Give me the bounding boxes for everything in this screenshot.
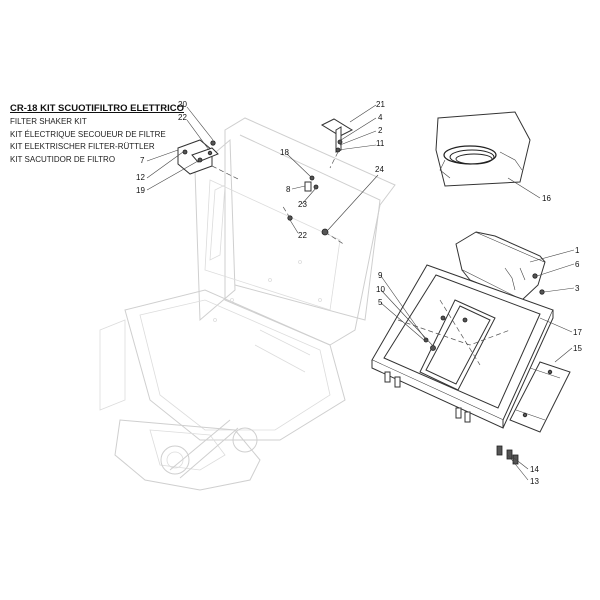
callout-10: 10	[376, 285, 385, 294]
callout-22-mid: 22	[298, 231, 307, 240]
callout-9: 9	[378, 271, 383, 280]
leader-lines	[146, 104, 575, 481]
kit-title-block: CR-18 KIT SCUOTIFILTRO ELETTRICO FILTER …	[10, 103, 210, 166]
callout-13: 13	[530, 477, 539, 486]
callout-2: 2	[378, 126, 383, 135]
filter-frame	[371, 264, 554, 429]
side-panel	[509, 361, 571, 433]
callout-8: 8	[286, 185, 291, 194]
callout-16: 16	[542, 194, 551, 203]
callout-3: 3	[575, 284, 580, 293]
machine-frame-ghost	[99, 117, 396, 491]
callout-19: 19	[136, 186, 145, 195]
callout-22-top: 22	[178, 113, 187, 122]
callout-23: 23	[298, 200, 307, 209]
kit-title-fr: KIT ÉLECTRIQUE SECOUEUR DE FILTRE	[10, 129, 166, 139]
callout-14: 14	[530, 465, 539, 474]
kit-title-es: KIT SACUTIDOR DE FILTRO	[10, 154, 116, 164]
callout-17: 17	[573, 328, 582, 337]
callout-24: 24	[375, 165, 384, 174]
callout-12: 12	[136, 173, 145, 182]
callout-15: 15	[573, 344, 582, 353]
callout-7: 7	[140, 156, 145, 165]
callout-11: 11	[376, 139, 385, 148]
callout-labels: 20 22 7 12 19 21 4 2 11 18 8 23 22 24 16…	[136, 100, 582, 486]
kit-title: CR-18 KIT SCUOTIFILTRO ELETTRICO	[10, 103, 184, 114]
callout-1: 1	[575, 246, 580, 255]
callout-4: 4	[378, 113, 383, 122]
shaker-bracket-assembly	[177, 139, 219, 175]
callout-21: 21	[376, 100, 385, 109]
callout-6: 6	[575, 260, 580, 269]
kit-title-de: KIT ELEKTRISCHER FILTER-RÜTTLER	[10, 142, 155, 151]
cable-harness	[435, 111, 531, 187]
spring-parts	[496, 445, 519, 465]
callout-18: 18	[280, 148, 289, 157]
callout-5: 5	[378, 298, 383, 307]
kit-title-en: FILTER SHAKER KIT	[10, 117, 87, 126]
lever-assembly	[320, 118, 354, 153]
callout-20: 20	[178, 100, 187, 109]
